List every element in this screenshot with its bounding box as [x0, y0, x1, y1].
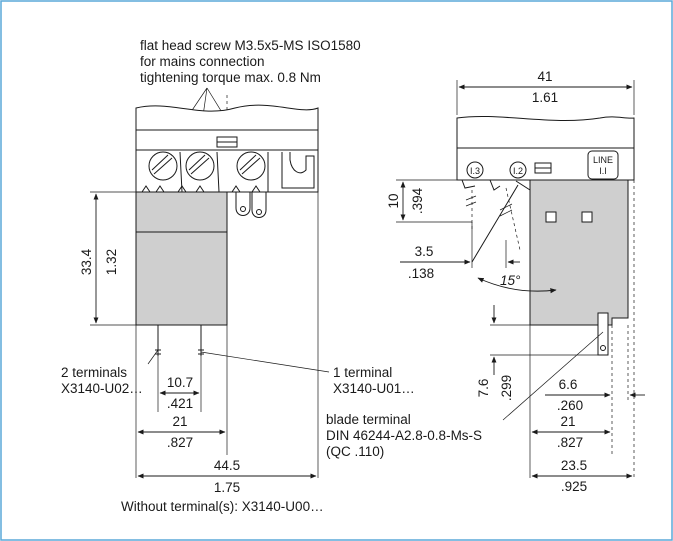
screw-2-icon	[185, 151, 215, 181]
one-terminal-label: 1 terminal	[333, 365, 392, 380]
height-mm-label: 33.4	[79, 248, 94, 275]
dim-35-in-label: .138	[408, 266, 434, 281]
top-width-in-label: 1.61	[532, 90, 558, 105]
dim-66-in-label: .260	[557, 398, 583, 413]
total-width-mm-label: 44.5	[214, 458, 240, 473]
dim-76-in-label: .299	[499, 375, 514, 401]
one-terminal-code: X3140-U01…	[333, 381, 415, 396]
dim-35-mm-label: 3.5	[415, 244, 434, 259]
screw-1-icon	[148, 151, 178, 181]
dim-21-in-label: .827	[557, 435, 583, 450]
angle-label: 15°	[500, 273, 521, 288]
dim-10-mm-label: 10	[386, 193, 401, 208]
screw-3-icon	[236, 151, 266, 181]
housing-body	[135, 191, 228, 326]
top-width-mm-label: 41	[537, 69, 552, 84]
pin-spacing-in-label: .421	[167, 396, 193, 411]
total-width-in-label: 1.75	[214, 480, 240, 495]
dim-66-mm-label: 6.6	[559, 377, 578, 392]
height-in-label: 1.32	[104, 249, 119, 275]
screw-callout-line1: flat head screw M3.5x5-MS ISO1580	[140, 38, 361, 53]
line-badge	[587, 150, 619, 180]
dim-235-in-label: .925	[561, 479, 587, 494]
blade-label-line1: blade terminal	[326, 412, 411, 427]
screw-callout-line3: tightening torque max. 0.8 Nm	[140, 70, 321, 85]
line-badge-sub: I.I	[599, 166, 607, 176]
side-housing-body	[529, 179, 629, 326]
right-view: 41 1.61 I.3 I.2 LINE I.I 10 .394	[326, 69, 645, 494]
body-width-mm-label: 21	[172, 414, 187, 429]
dim-76-mm-label: 7.6	[476, 379, 491, 398]
left-view: flat head screw M3.5x5-MS ISO1580 for ma…	[61, 38, 415, 514]
blade-label-line2: DIN 46244-A2.8-0.8-Ms-S	[326, 428, 482, 443]
two-terminals-code: X3140-U02…	[61, 381, 143, 396]
dim-21-mm-label: 21	[560, 414, 575, 429]
pin-spacing-mm-label: 10.7	[167, 375, 193, 390]
terminal-label-i2: I.2	[513, 166, 523, 176]
dim-235-mm-label: 23.5	[561, 458, 587, 473]
line-badge-label: LINE	[593, 155, 613, 165]
screw-callout-line2: for mains connection	[140, 54, 265, 69]
two-terminals-label: 2 terminals	[61, 365, 127, 380]
blade-label-line3: (QC .110)	[326, 444, 384, 459]
dim-10-in-label: .394	[410, 187, 425, 214]
terminal-label-i3: I.3	[470, 166, 480, 176]
without-terminals-note: Without terminal(s): X3140-U00…	[121, 499, 324, 514]
body-width-in-label: .827	[167, 435, 193, 450]
